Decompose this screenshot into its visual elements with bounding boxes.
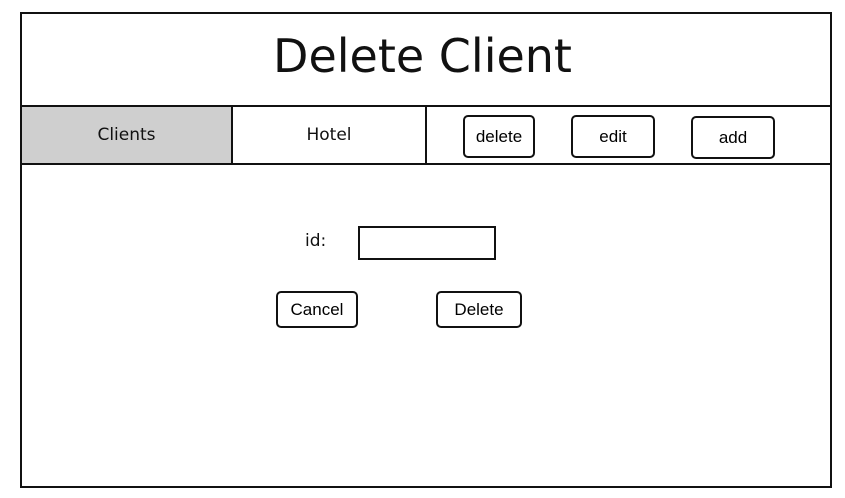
- cancel-button[interactable]: Cancel: [276, 291, 358, 328]
- page-title: Delete Client: [273, 29, 572, 83]
- tab-hotel[interactable]: Hotel: [231, 105, 427, 165]
- id-label: id:: [305, 231, 327, 251]
- nav-edit-button[interactable]: edit: [571, 115, 655, 158]
- tab-clients-label: Clients: [97, 125, 156, 145]
- nav-delete-button[interactable]: delete: [463, 115, 535, 158]
- tab-clients[interactable]: Clients: [20, 105, 233, 165]
- nav-add-button[interactable]: add: [691, 116, 775, 159]
- id-input[interactable]: [358, 226, 496, 260]
- delete-button[interactable]: Delete: [436, 291, 522, 328]
- tab-hotel-label: Hotel: [306, 125, 352, 145]
